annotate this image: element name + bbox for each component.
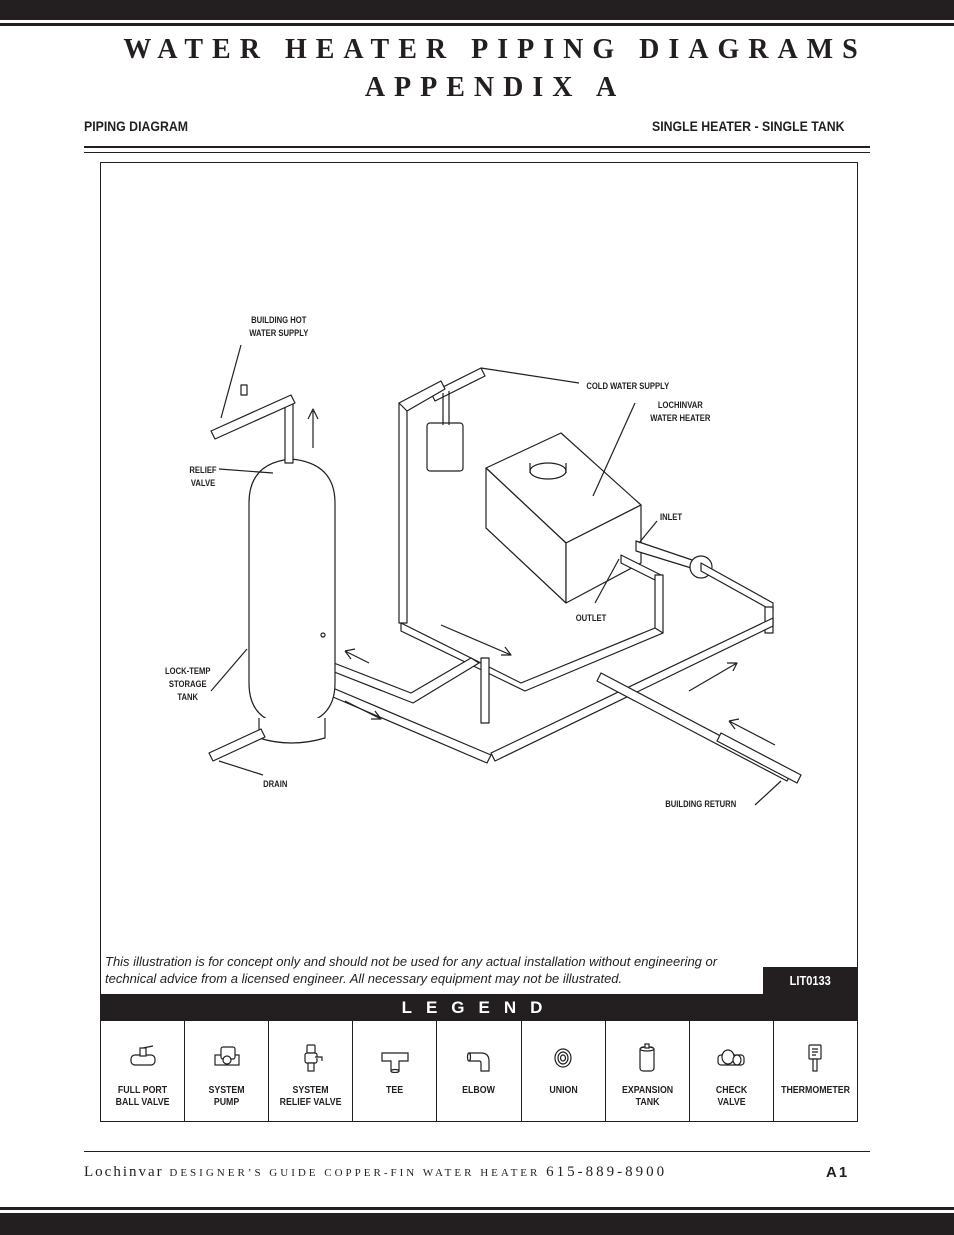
page-number: A1 xyxy=(826,1164,850,1181)
diagram-frame: BUILDING HOT WATER SUPPLY COLD WATER SUP… xyxy=(100,162,858,1122)
leader-drain xyxy=(218,760,264,776)
legend-item-elbow: ELBOW xyxy=(437,1021,522,1122)
header-rule-thin xyxy=(84,152,870,153)
vertical-connector xyxy=(480,657,490,724)
expansion-tank-icon xyxy=(639,1043,655,1072)
legend-item-tee: TEE xyxy=(353,1021,438,1122)
callout-drain: DRAIN xyxy=(263,779,288,789)
piping-diagram xyxy=(208,344,802,806)
legend-item-thermometer: THERMOMETER xyxy=(774,1021,857,1122)
top-border-line xyxy=(0,23,954,26)
bottom-border-bar xyxy=(0,1213,954,1235)
callout-outlet: OUTLET xyxy=(575,613,607,623)
callout-building-return: BUILDING RETURN xyxy=(665,799,737,809)
legend-label: UNION xyxy=(548,1085,578,1096)
union-icon xyxy=(554,1048,572,1068)
tank-base xyxy=(258,718,326,744)
heater-box-side xyxy=(565,504,642,604)
legend-title: LEGEND xyxy=(101,994,857,1021)
pump-icon xyxy=(214,1046,240,1066)
callout-building-hot-water-supply: BUILDING HOT WATER SUPPLY xyxy=(249,315,309,338)
heater-flue xyxy=(529,462,567,480)
callout-relief-valve: RELIEF VALVE xyxy=(189,465,217,488)
disclaimer-text: This illustration is for concept only an… xyxy=(105,954,718,986)
leader-return xyxy=(754,780,782,806)
flow-arrow-up xyxy=(307,408,319,448)
callout-lochinvar-water-heater: LOCHINVAR WATER HEATER xyxy=(650,400,711,423)
callout-inlet: INLET xyxy=(659,512,683,522)
flow-arrow-right xyxy=(688,662,738,692)
leader-hot-supply xyxy=(220,344,242,419)
cold-vertical-pipe xyxy=(398,402,408,624)
hot-supply-riser xyxy=(284,402,294,464)
storage-tank-body xyxy=(248,458,336,726)
legend-label: TEE xyxy=(386,1085,404,1096)
footer-rule xyxy=(84,1151,870,1152)
callout-storage-tank: LOCK-TEMP STORAGE TANK xyxy=(165,666,211,702)
flow-arrow-heater xyxy=(440,624,512,656)
ball-valve-icon xyxy=(129,1045,156,1066)
bottom-border-line xyxy=(0,1207,954,1210)
top-border-bar xyxy=(0,0,954,20)
footer-guide-title: DESIGNER’S GUIDE COPPER-FIN WATER HEATER xyxy=(169,1167,541,1179)
thermometer-icon xyxy=(808,1044,823,1072)
cold-supply-pipe xyxy=(430,367,486,402)
flow-arrow-return xyxy=(344,700,382,720)
footer-brand: Lochinvar xyxy=(84,1164,164,1180)
footer-phone: 615-889-8900 xyxy=(546,1164,668,1180)
thermometer xyxy=(240,384,248,396)
tee-icon xyxy=(381,1052,409,1073)
legend-label: ELBOW xyxy=(462,1085,496,1096)
inlet-line-to-right xyxy=(700,562,774,612)
section-heading-right: SINGLE HEATER - SINGLE TANK xyxy=(652,118,845,134)
flow-arrow-building xyxy=(728,718,776,746)
legend-item-union: UNION xyxy=(522,1021,606,1122)
leader-outlet xyxy=(594,558,620,604)
leader-inlet xyxy=(638,520,658,544)
drain-pipe xyxy=(208,728,266,762)
section-heading-left: PIPING DIAGRAM xyxy=(84,118,189,134)
building-return-end xyxy=(716,732,802,784)
elbow-icon xyxy=(466,1052,490,1072)
relief-valve-icon xyxy=(304,1044,323,1072)
hot-supply-horizontal xyxy=(210,394,296,440)
leader-relief xyxy=(218,468,274,474)
flow-arrow-tank xyxy=(344,648,370,664)
callout-cold-water-supply: COLD WATER SUPPLY xyxy=(586,381,670,391)
expansion-tank-body xyxy=(426,422,464,472)
leader-tank xyxy=(210,648,248,692)
leader-cold-supply xyxy=(480,367,580,384)
leader-heater xyxy=(592,402,636,497)
legend-label: THERMOMETER xyxy=(780,1085,850,1096)
literature-code: LIT0133 xyxy=(763,967,857,994)
page-title: WATER HEATER PIPING DIAGRAMS xyxy=(123,34,867,65)
check-valve-icon xyxy=(717,1049,745,1066)
hot-manifold-line xyxy=(400,622,664,692)
cold-top-pipe xyxy=(398,380,446,412)
outlet-drop xyxy=(654,574,664,634)
footer-text: Lochinvar DESIGNER’S GUIDE COPPER-FIN WA… xyxy=(84,1164,667,1181)
header-rule xyxy=(84,146,870,148)
page-subtitle: APPENDIX A xyxy=(364,72,626,103)
